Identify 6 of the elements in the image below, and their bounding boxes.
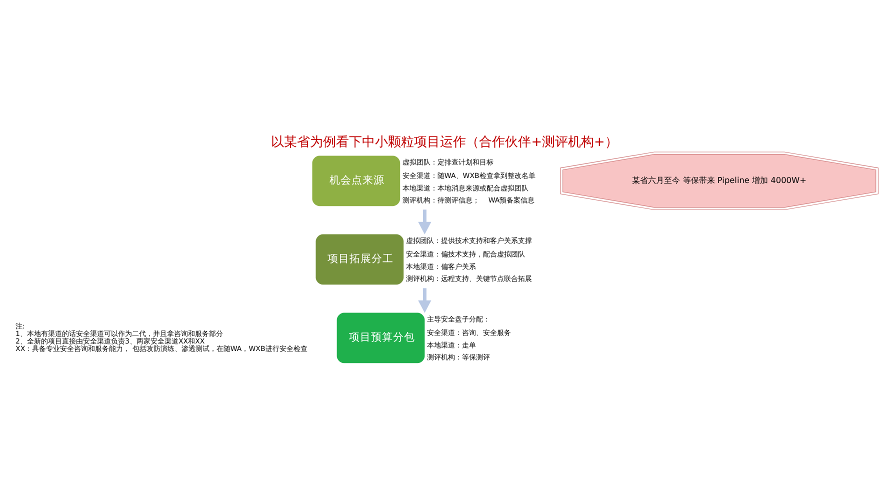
arrow (418, 210, 432, 234)
arrow (418, 288, 432, 313)
node-box: 项目拓展分工 (316, 234, 404, 285)
diagram-title: 以某省为例看下中小颗粒项目运作（合作伙伴+测评机构+） (271, 134, 618, 150)
node-box: 机会点来源 (312, 156, 400, 206)
node-box: 项目预算分包 (336, 312, 425, 364)
